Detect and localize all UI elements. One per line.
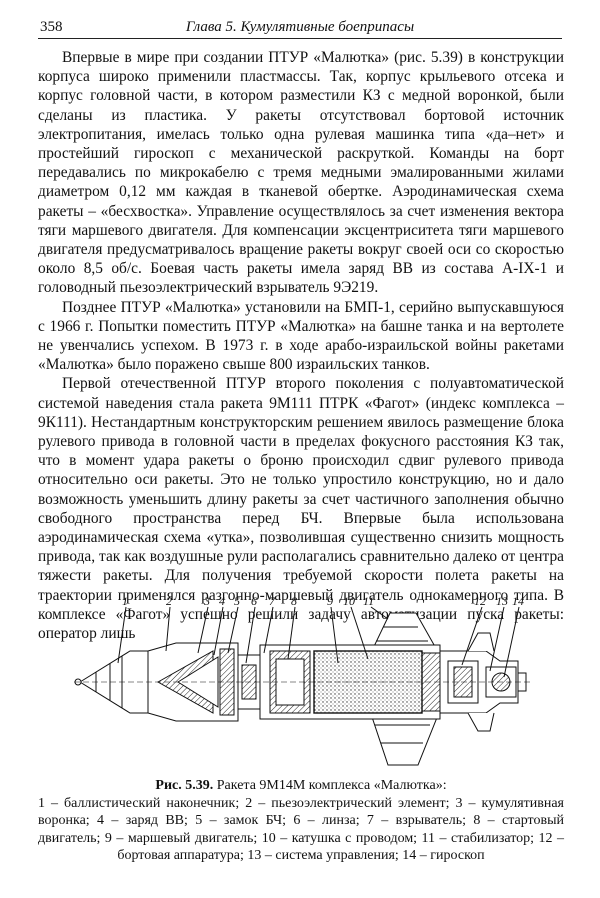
callout-14: 14 bbox=[512, 594, 524, 608]
callout-11: 11 bbox=[363, 594, 374, 608]
page-number: 358 bbox=[40, 19, 63, 35]
figure-number: Рис. 5.39. bbox=[155, 778, 214, 793]
callout-7: 7 bbox=[269, 594, 276, 608]
callout-12: 12 bbox=[474, 594, 486, 608]
missile-figure: 1 2 3 4 5 6 7 8 9 10 11 12 13 14 bbox=[38, 593, 564, 773]
callout-4: 4 bbox=[219, 594, 225, 608]
figure-legend: 1 – баллистический наконечник; 2 – пьезо… bbox=[38, 795, 564, 864]
paragraph-1: Впервые в мире при создании ПТУР «Малютк… bbox=[38, 49, 564, 297]
callout-1: 1 bbox=[122, 594, 128, 608]
caption-title-line: Рис. 5.39. Ракета 9М14М комплекса «Малют… bbox=[38, 777, 564, 795]
callout-3: 3 bbox=[203, 594, 210, 608]
callout-5: 5 bbox=[234, 594, 240, 608]
callout-9: 9 bbox=[327, 594, 333, 608]
figure-caption: Рис. 5.39. Ракета 9М14М комплекса «Малют… bbox=[38, 777, 564, 865]
callout-2: 2 bbox=[166, 594, 172, 608]
running-header: 358 Глава 5. Кумулятивные боеприпасы bbox=[38, 14, 562, 39]
callout-6: 6 bbox=[251, 594, 257, 608]
missile-diagram: 1 2 3 4 5 6 7 8 9 10 11 12 13 14 bbox=[74, 594, 532, 766]
callout-8: 8 bbox=[291, 594, 297, 608]
chapter-title: Глава 5. Кумулятивные боеприпасы bbox=[185, 19, 415, 35]
paragraph-2: Позднее ПТУР «Малютка» установили на БМП… bbox=[38, 298, 564, 374]
body-text: Впервые в мире при создании ПТУР «Малютк… bbox=[38, 48, 564, 643]
callout-13: 13 bbox=[496, 594, 508, 608]
figure-title: Ракета 9М14М комплекса «Малютка»: bbox=[213, 778, 447, 793]
paragraph-3: Первой отечественной ПТУР второго поколе… bbox=[38, 375, 564, 643]
callout-10: 10 bbox=[343, 594, 355, 608]
